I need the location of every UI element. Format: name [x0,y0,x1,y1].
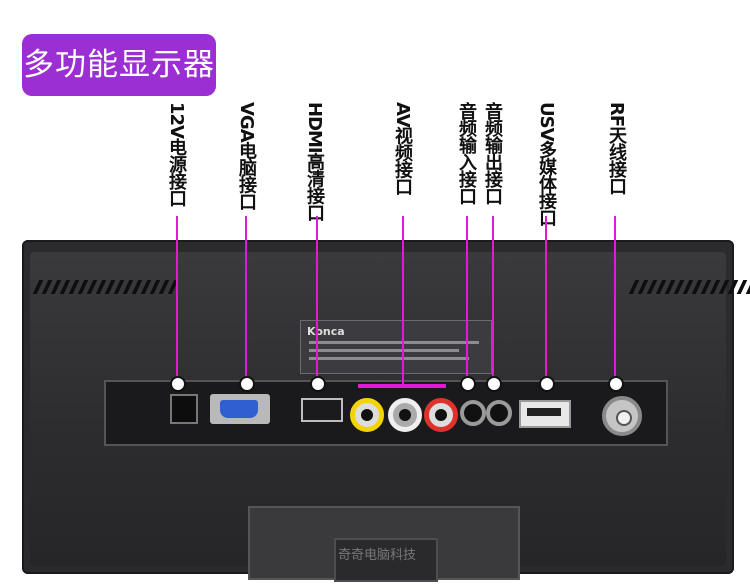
watermark: 奇奇电脑科技 [338,548,417,563]
audio-in-jack [460,400,486,426]
av-audio-port-red [424,398,458,432]
product-sticker: Konca [300,320,492,374]
page-title: 多功能显示器 [23,47,215,83]
av-audio-port-white [388,398,422,432]
vga-port [210,394,270,424]
marker-usb [539,376,555,392]
leader-audio-out [492,216,494,376]
rf-antenna-port [602,396,642,436]
leader-usb [545,216,547,376]
marker-vga [239,376,255,392]
av-video-port-yellow [350,398,384,432]
sticker-brand: Konca [307,325,345,338]
leader-vga [245,216,247,376]
label-rf-port: RF天线接口 [606,102,627,195]
label-hdmi-port: HDMI高清接口 [304,102,325,221]
marker-hdmi [310,376,326,392]
audio-out-jack [486,400,512,426]
label-dc-port: 12V电源接口 [166,102,187,206]
dc-power-port [170,394,198,424]
leader-dc [176,216,178,376]
leader-audio-in [466,216,468,376]
leader-hdmi [316,216,318,376]
av-group-bar [358,384,446,388]
marker-dc [170,376,186,392]
leader-av [402,216,404,386]
label-vga-port: VGA电脑接口 [236,102,257,210]
vent-left [32,280,179,298]
label-usb-port: USV多媒体接口 [536,102,557,226]
leader-rf [614,216,616,376]
marker-audio-in [460,376,476,392]
title-badge: 多功能显示器 [22,34,216,96]
marker-audio-out [486,376,502,392]
marker-rf [608,376,624,392]
usb-port [519,400,571,428]
monitor-stand [248,506,520,582]
label-av-port: AV视频接口 [392,102,413,195]
vent-right [628,280,750,298]
label-audio-out-port: 音频输出接口 [482,102,503,204]
stand-mount [334,538,438,582]
port-bay [104,380,668,446]
label-audio-in-port: 音频输入接口 [456,102,477,204]
hdmi-port [301,398,343,422]
